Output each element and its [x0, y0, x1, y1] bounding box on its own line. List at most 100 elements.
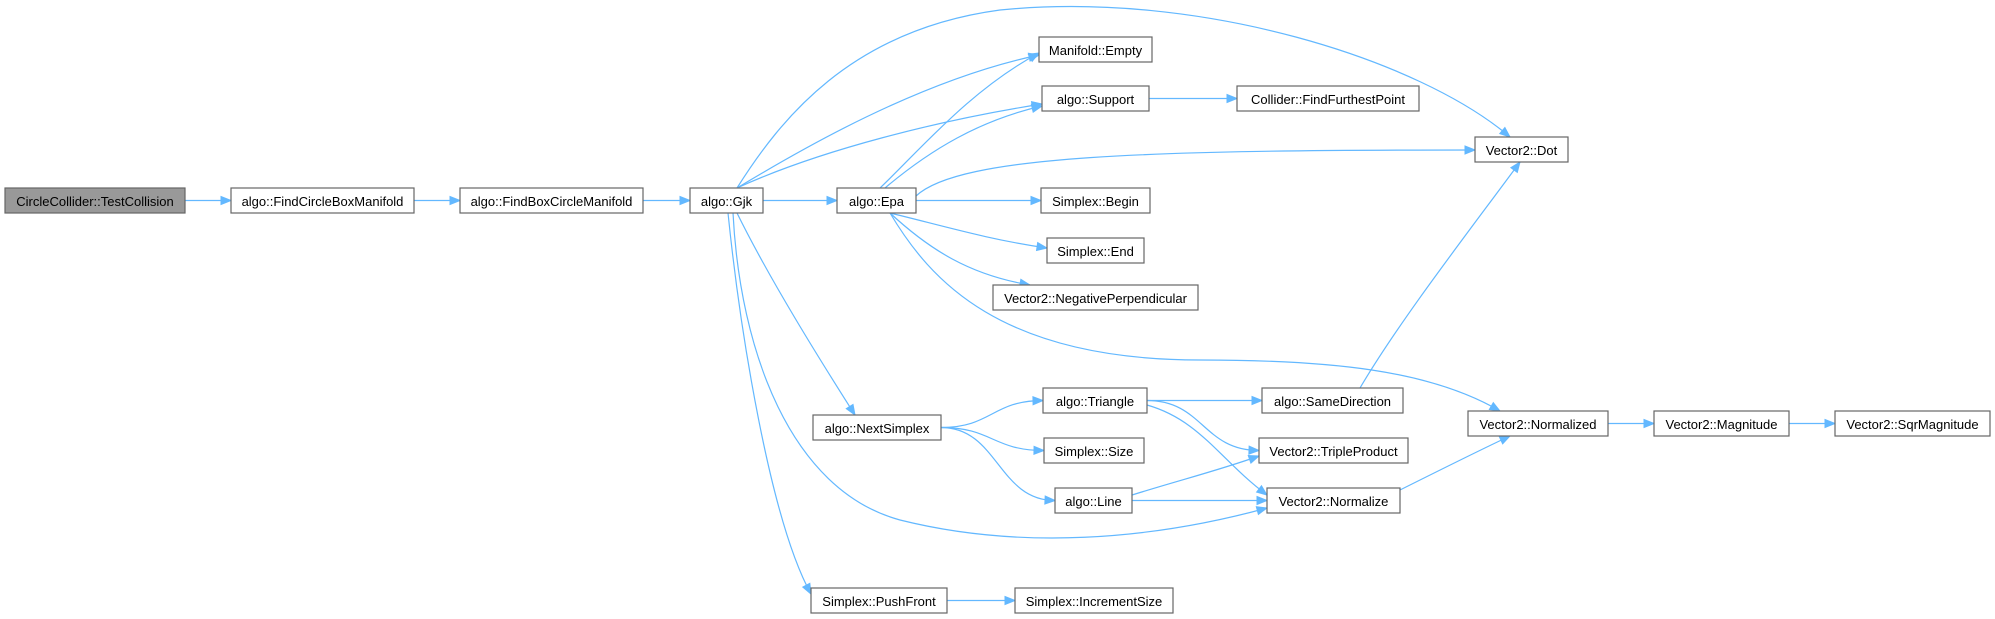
- node-label: Vector2::Magnitude: [1665, 417, 1777, 432]
- node-findcircleboxmanifold[interactable]: algo::FindCircleBoxManifold: [230, 187, 415, 214]
- edge-vector2-normalize-to-vector2-normalized: [1399, 435, 1511, 491]
- edge-gjk-to-vector2-dot: [736, 5, 1511, 189]
- edge-epa-to-vector2-normalized: [889, 212, 1501, 412]
- node-manifold-empty[interactable]: Manifold::Empty: [1038, 36, 1153, 63]
- node-label: Vector2::Normalize: [1279, 494, 1389, 509]
- edge-arrowhead: [220, 195, 233, 206]
- edge-arrowhead: [1027, 52, 1041, 63]
- edge-nextsimplex-to-simplex-size: [940, 426, 1045, 452]
- edge-arrowhead: [1509, 160, 1521, 174]
- node-line[interactable]: algo::Line: [1054, 487, 1133, 514]
- node-vector2-tripleproduct[interactable]: Vector2::TripleProduct: [1258, 437, 1409, 464]
- node-vector2-normalize[interactable]: Vector2::Normalize: [1266, 487, 1401, 514]
- node-box: [1038, 36, 1153, 63]
- edge-epa-to-simplex-end: [889, 212, 1048, 249]
- node-label: algo::Triangle: [1056, 394, 1134, 409]
- node-label: Manifold::Empty: [1049, 43, 1143, 58]
- edge-nextsimplex-to-line: [940, 426, 1056, 502]
- edge-arrowhead: [1226, 93, 1239, 104]
- node-box: [1043, 437, 1145, 464]
- node-box: [1653, 410, 1790, 437]
- node-label: Vector2::SqrMagnitude: [1846, 417, 1978, 432]
- node-nextsimplex[interactable]: algo::NextSimplex: [812, 414, 942, 441]
- node-box: [812, 414, 942, 441]
- edge-nextsimplex-to-triangle: [940, 399, 1044, 429]
- edge-gjk-to-support: [736, 103, 1043, 189]
- node-box: [4, 187, 186, 214]
- node-epa[interactable]: algo::Epa: [836, 187, 917, 214]
- edge-arrowhead: [1824, 418, 1837, 429]
- node-box: [1261, 387, 1404, 414]
- nodes-layer: CircleCollider::TestCollision algo::FindC…: [4, 36, 1991, 614]
- node-simplex-incrementsize[interactable]: Simplex::IncrementSize: [1014, 587, 1174, 614]
- edge-arrowhead: [1030, 195, 1043, 206]
- node-label: algo::FindCircleBoxManifold: [242, 194, 404, 209]
- edge-arrowhead: [1004, 595, 1017, 606]
- node-gjk[interactable]: algo::Gjk: [689, 187, 764, 214]
- node-label: algo::Epa: [849, 194, 905, 209]
- node-box: [1266, 487, 1401, 514]
- node-label: Simplex::Begin: [1052, 194, 1139, 209]
- node-vector2-magnitude[interactable]: Vector2::Magnitude: [1653, 410, 1790, 437]
- edge-arrowhead: [1464, 145, 1477, 155]
- edge-arrowhead: [1251, 395, 1264, 406]
- node-simplex-pushfront[interactable]: Simplex::PushFront: [810, 587, 948, 614]
- node-findboxcirclemanifold[interactable]: algo::FindBoxCircleManifold: [459, 187, 644, 214]
- node-box: [459, 187, 644, 214]
- node-samedirection[interactable]: algo::SameDirection: [1261, 387, 1404, 414]
- edge-arrowhead: [1030, 103, 1044, 114]
- edge-samedirection-to-vector2-dot: [1359, 161, 1521, 389]
- edge-triangle-to-vector2-normalize: [1146, 404, 1268, 496]
- node-collider-findfurthestpoint[interactable]: Collider::FindFurthestPoint: [1236, 85, 1420, 112]
- edge-arrowhead: [1247, 455, 1261, 464]
- node-vector2-sqrmagnitude[interactable]: Vector2::SqrMagnitude: [1834, 410, 1991, 437]
- node-triangle[interactable]: algo::Triangle: [1042, 387, 1148, 414]
- node-box: [689, 187, 764, 214]
- node-box: [1040, 187, 1151, 214]
- edge-triangle-to-vector2-tripleproduct: [1146, 399, 1260, 452]
- node-box: [1467, 410, 1609, 437]
- edge-arrowhead: [1248, 445, 1261, 455]
- node-box: [1054, 487, 1133, 514]
- node-vector2-normalized[interactable]: Vector2::Normalized: [1467, 410, 1609, 437]
- node-label: Simplex::Size: [1055, 444, 1134, 459]
- node-label: Vector2::Normalized: [1479, 417, 1596, 432]
- edge-arrowhead: [826, 195, 839, 206]
- edge-arrowhead: [1256, 495, 1269, 506]
- edge-epa-to-support: [884, 105, 1043, 189]
- node-label: algo::Line: [1065, 494, 1121, 509]
- node-label: algo::FindBoxCircleManifold: [471, 194, 633, 209]
- node-simplex-begin[interactable]: Simplex::Begin: [1040, 187, 1151, 214]
- edge-arrowhead: [801, 582, 812, 596]
- edge-epa-to-vector2-negativeperpendicular: [889, 212, 1031, 286]
- node-box: [1046, 237, 1145, 264]
- edge-arrowhead: [1498, 435, 1512, 445]
- node-label: algo::Support: [1057, 92, 1135, 107]
- node-box: [230, 187, 415, 214]
- edge-arrowhead: [1643, 418, 1656, 429]
- edge-arrowhead: [1488, 401, 1502, 412]
- edge-arrowhead: [1035, 241, 1049, 252]
- node-vector2-dot[interactable]: Vector2::Dot: [1474, 136, 1569, 163]
- node-label: algo::Gjk: [701, 194, 753, 209]
- node-box: [1258, 437, 1409, 464]
- edge-epa-to-manifold-empty: [879, 52, 1040, 189]
- node-box: [1834, 410, 1991, 437]
- node-box: [836, 187, 917, 214]
- node-simplex-size[interactable]: Simplex::Size: [1043, 437, 1145, 464]
- node-support[interactable]: algo::Support: [1041, 85, 1150, 112]
- edge-line-to-vector2-tripleproduct: [1131, 455, 1260, 496]
- node-label: Simplex::End: [1057, 244, 1134, 259]
- node-circlecollider-testcollision[interactable]: CircleCollider::TestCollision: [4, 187, 186, 214]
- node-label: algo::NextSimplex: [825, 421, 930, 436]
- node-box: [1041, 85, 1150, 112]
- node-box: [1014, 587, 1174, 614]
- edge-arrowhead: [1255, 506, 1269, 516]
- node-label: Collider::FindFurthestPoint: [1251, 92, 1405, 107]
- node-simplex-end[interactable]: Simplex::End: [1046, 237, 1145, 264]
- edge-epa-to-vector2-dot: [915, 149, 1476, 197]
- node-label: Simplex::PushFront: [822, 594, 936, 609]
- node-vector2-negativeperpendicular[interactable]: Vector2::NegativePerpendicular: [992, 284, 1199, 311]
- edge-gjk-to-vector2-normalize: [732, 212, 1268, 539]
- node-label: Vector2::NegativePerpendicular: [1004, 291, 1188, 306]
